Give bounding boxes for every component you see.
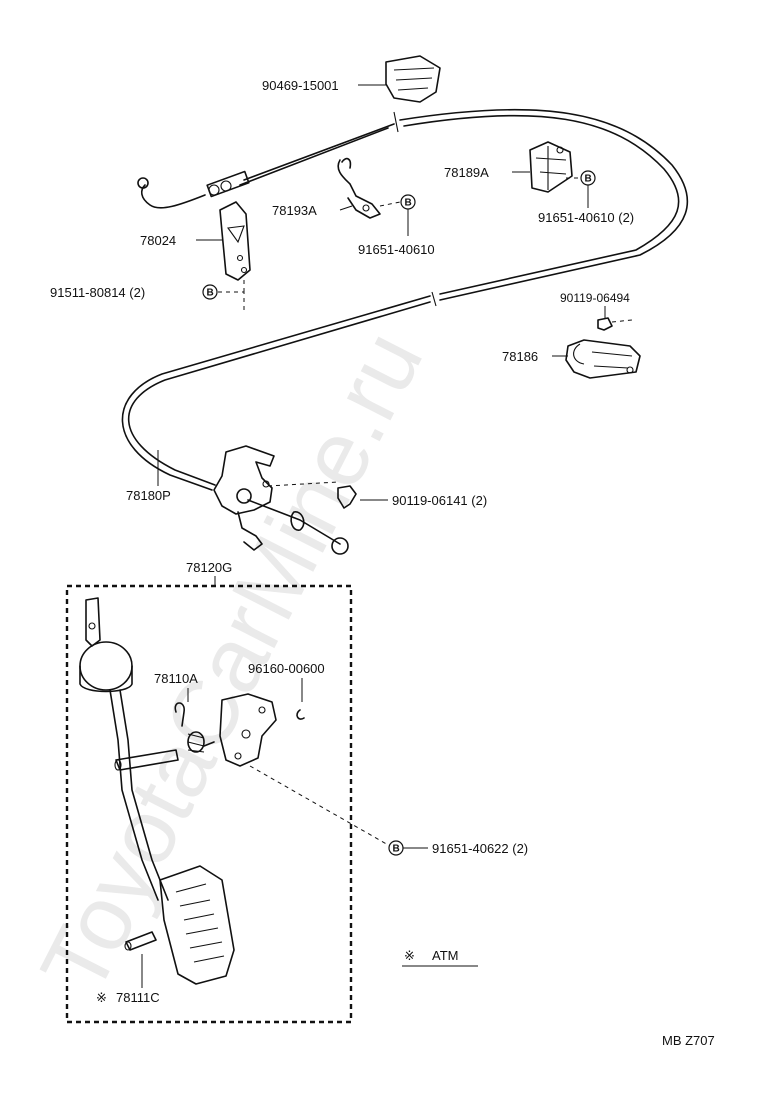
label-bracket-bolt-lower: 90119-06141 (2) — [392, 493, 487, 508]
label-accel-cable: 78180P — [126, 488, 171, 503]
fastener-mark-left: B — [202, 284, 218, 300]
lower-bolt-part — [337, 485, 357, 509]
cable-clip-top-part — [385, 55, 441, 103]
label-pedal-pin-mark: ※ — [96, 990, 107, 1005]
diagram-code: MB Z707 — [662, 1033, 715, 1048]
label-screw-right: 90119-06494 — [560, 291, 630, 305]
label-pedal-assy: 78120G — [186, 560, 232, 575]
pedal-pad-part — [159, 865, 235, 985]
pedal-arm-part — [79, 597, 169, 901]
legend-mark: ※ — [404, 948, 415, 963]
label-clip-bracket-center: 78193A — [272, 203, 317, 218]
screw-right-dash — [611, 319, 633, 323]
pedal-pin-part — [124, 931, 157, 951]
pedal-bracket-part — [219, 693, 277, 767]
clip-bracket-center-dash — [379, 201, 401, 207]
clip-bracket-center-leader — [339, 205, 353, 211]
svg-text:B: B — [207, 288, 214, 299]
label-bracket-upper-right: 78189A — [444, 165, 489, 180]
cable-bracket-left-part — [219, 201, 251, 281]
svg-text:B: B — [393, 844, 400, 855]
label-pedal-bracket-bolt: 91651-40622 (2) — [432, 841, 528, 856]
svg-text:B: B — [405, 198, 412, 209]
label-clamp-right: 78186 — [502, 349, 538, 364]
ring-part — [296, 709, 305, 720]
legend-label: ATM — [432, 948, 458, 963]
label-ring: 96160-00600 — [248, 661, 325, 676]
fastener-mark-center: B — [400, 194, 416, 210]
pedal-bracket-dash — [249, 765, 391, 847]
label-clip-bracket-center-bolt: 91651-40610 — [358, 242, 435, 257]
clip-bracket-center-part — [337, 157, 381, 219]
cable-bracket-left-dash — [218, 276, 245, 310]
pivot-rod-part — [114, 749, 179, 771]
lower-bolt-dash — [267, 481, 339, 487]
accelerator-cable — [121, 108, 689, 491]
fastener-mark-upper-right: B — [580, 170, 596, 186]
label-cable-clip-top: 90469-15001 — [262, 78, 339, 93]
svg-text:B: B — [585, 174, 592, 185]
fastener-mark-pedal: B — [388, 840, 404, 856]
watermark-text: ToyotaCarMine.ru — [22, 316, 443, 1009]
screw-right-part — [597, 317, 613, 331]
bracket-upper-right-part — [529, 141, 573, 193]
label-return-spring: 78110A — [154, 671, 198, 686]
label-cable-bracket-left: 78024 — [140, 233, 176, 248]
label-cable-bracket-left-bolt: 91511-80814 (2) — [50, 285, 145, 300]
return-spring-part — [174, 702, 215, 753]
cable-lower-bracket-part — [213, 445, 349, 555]
label-bracket-upper-right-bolt: 91651-40610 (2) — [538, 210, 634, 225]
clamp-right-part — [565, 339, 641, 379]
label-pedal-pin: 78111C — [116, 990, 160, 1005]
